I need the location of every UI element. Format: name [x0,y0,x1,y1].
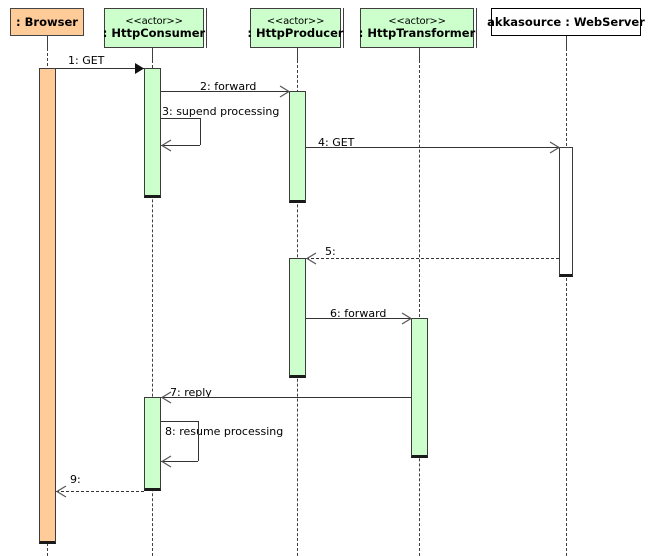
participant-name-browser: : Browser [16,14,78,29]
message-6-line[interactable] [306,318,411,319]
lifeline-webserver [566,48,567,556]
participant-name-transformer: : HttpTransformer [358,26,476,41]
arrowhead-open-icon [549,140,561,154]
participant-name-producer: : HttpProducer [247,26,344,41]
participant-head-webserver[interactable]: akkasource : WebServer [487,8,645,36]
activation-bar-act-consumer-2[interactable] [144,397,161,491]
activation-bar-act-producer-2[interactable] [289,258,306,378]
participant-stereotype-transformer: <<actor>> [388,15,446,27]
arrowhead-open-icon [401,311,413,325]
message-label-5[interactable]: 5: [325,245,336,258]
participant-stereotype-producer: <<actor>> [266,15,325,27]
lifeline-stub-browser [47,36,48,48]
arrowhead-open-icon [160,138,172,152]
activation-bar-act-transformer[interactable] [411,318,428,458]
arrowhead-filled-icon [135,62,144,74]
participant-name-webserver: akkasource : WebServer [487,14,645,29]
arrowhead-open-icon [305,251,317,265]
message-3-self-bottom-segment[interactable] [161,145,200,146]
message-8-self-top-segment[interactable] [161,421,198,422]
lifeline-stub-transformer [419,48,420,60]
message-label-8[interactable]: 8: resume processing [165,425,284,438]
message-4-line[interactable] [306,147,559,148]
activation-bar-act-consumer-1[interactable] [144,68,161,198]
participant-head-producer[interactable]: <<actor>>: HttpProducer [247,8,344,48]
message-9-line[interactable] [56,491,144,492]
message-label-7[interactable]: 7: reply [170,386,212,399]
message-3-self-right-segment[interactable] [200,118,201,145]
lifeline-consumer [152,60,153,556]
arrowhead-open-icon [160,390,172,404]
message-8-self-right-segment[interactable] [198,421,199,461]
message-3-self-top-segment[interactable] [161,118,200,119]
activation-bar-act-producer-1[interactable] [289,91,306,203]
participant-head-transformer[interactable]: <<actor>>: HttpTransformer [358,8,476,48]
message-label-6[interactable]: 6: forward [330,307,387,320]
activation-bar-act-webserver[interactable] [559,147,573,277]
arrowhead-open-icon [55,484,67,498]
participant-head-consumer[interactable]: <<actor>>: HttpConsumer [102,8,206,48]
lifeline-stub-producer [297,48,298,60]
message-label-4[interactable]: 4: GET [318,136,355,149]
message-5-line[interactable] [306,258,559,259]
lifeline-stub-consumer [152,48,153,60]
arrowhead-open-icon [160,454,172,468]
lifeline-transformer [419,60,420,556]
message-7-line[interactable] [161,397,411,398]
message-2-line[interactable] [161,91,289,92]
message-label-1[interactable]: 1: GET [68,54,105,67]
participant-name-consumer: : HttpConsumer [102,26,206,41]
message-8-self-bottom-segment[interactable] [161,461,198,462]
message-label-2[interactable]: 2: forward [200,80,257,93]
message-1-line[interactable] [56,68,144,69]
message-label-9[interactable]: 9: [70,473,81,486]
lifeline-stub-webserver [566,36,567,48]
activation-bar-act-browser[interactable] [39,68,56,544]
participant-stereotype-consumer: <<actor>> [125,15,183,27]
arrowhead-open-icon [279,84,291,98]
message-label-3[interactable]: 3: supend processing [162,105,280,118]
participant-head-browser[interactable]: : Browser [10,8,84,36]
